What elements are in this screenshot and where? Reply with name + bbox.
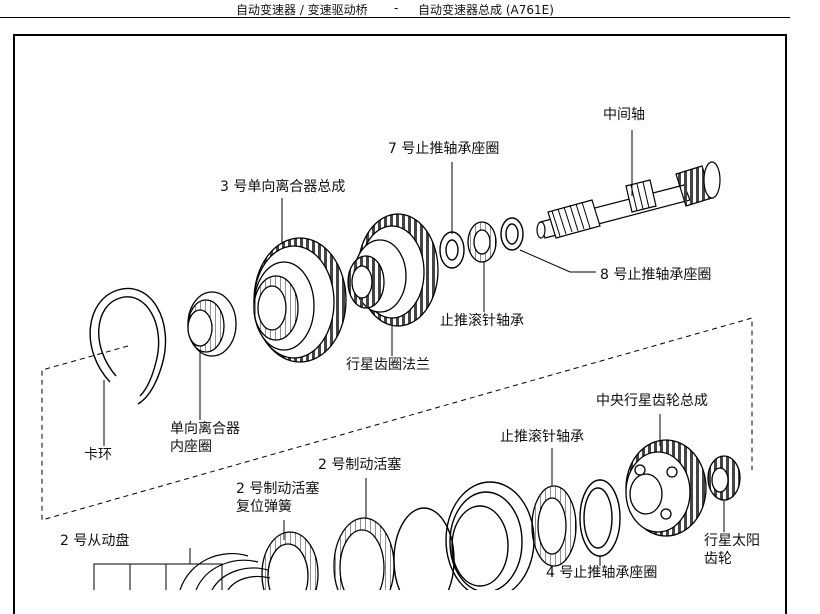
exploded-view-diagram (41, 130, 753, 590)
thrust-needle-bearing-1-part (467, 221, 497, 263)
label-one-way-inner-race-line2: 内座圈 (170, 439, 212, 455)
driven-plates-part (179, 552, 271, 590)
label-one-way-clutch-3: 3 号单向离合器总成 (220, 179, 346, 195)
label-driven-plate-2: 2 号从动盘 (60, 533, 130, 549)
brake-piston-2-part (333, 517, 395, 590)
return-spring-part (261, 531, 319, 590)
page-header: 自动变速器 / 变速驱动桥 - 自动变速器总成 (A761E) (0, 0, 820, 18)
label-thrust-race-7: 7 号止推轴承座圈 (388, 141, 500, 157)
o-ring-part (393, 507, 455, 590)
one-way-inner-race-part (187, 291, 237, 357)
label-thrust-race-8: 8 号止推轴承座圈 (600, 267, 712, 283)
label-ring-gear-flange: 行星齿圈法兰 (346, 357, 430, 373)
thrust-race-7-part (439, 231, 465, 269)
label-return-spring-line1: 2 号制动活塞 (236, 481, 320, 497)
thrust-race-8-part (500, 217, 524, 251)
intermediate-shaft-part (536, 161, 721, 239)
label-sun-gear-line2: 齿轮 (704, 551, 732, 567)
label-intermediate-shaft: 中间轴 (603, 107, 645, 123)
header-section: 自动变速器 / 变速驱动桥 (236, 3, 368, 17)
header-subsection: 自动变速器总成 (A761E) (418, 3, 554, 17)
label-return-spring-line2: 复位弹簧 (236, 499, 292, 515)
thrust-race-8-leader (519, 249, 596, 273)
center-planetary-part (625, 439, 707, 537)
thrust-race-4-part (579, 479, 621, 557)
label-one-way-inner-race-line1: 单向离合器 (170, 421, 240, 437)
ring-gear-flange-part (347, 213, 439, 327)
assembly-dashed-path (41, 317, 753, 521)
label-thrust-needle-bearing-1: 止推滚针轴承 (440, 313, 524, 329)
header-dash: - (394, 1, 399, 15)
diagram-frame (13, 34, 787, 614)
header-rule (0, 17, 790, 18)
label-snap-ring: 卡环 (84, 447, 112, 463)
driven-plate-leaders (93, 548, 223, 590)
label-center-planetary: 中央行星齿轮总成 (596, 393, 708, 409)
one-way-clutch-3-part (253, 237, 347, 363)
label-thrust-needle-bearing-2: 止推滚针轴承 (500, 429, 584, 445)
label-brake-piston-2: 2 号制动活塞 (318, 457, 402, 473)
label-sun-gear-line1: 行星太阳 (704, 533, 760, 549)
thrust-needle-bearing-2-part (531, 485, 577, 567)
brake-piston-housing-part (445, 481, 535, 590)
snap-ring-part (89, 287, 167, 405)
sun-gear-part (707, 455, 741, 501)
label-thrust-race-4: 4 号止推轴承座圈 (546, 565, 658, 581)
